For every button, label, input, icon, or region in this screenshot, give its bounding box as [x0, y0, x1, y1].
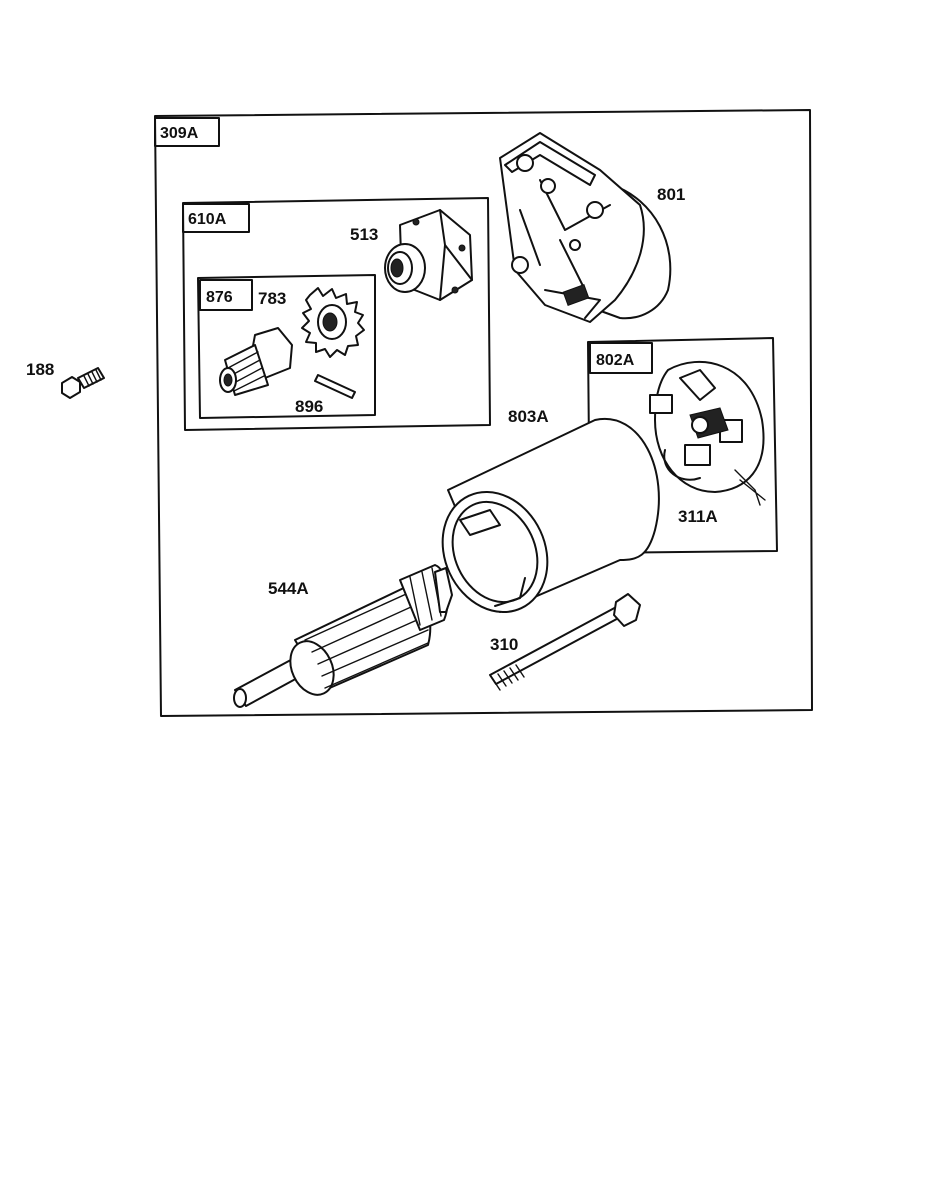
pinion-housing-513 [384, 209, 473, 301]
pin-896 [314, 374, 356, 399]
clutch-spring-876 [219, 327, 293, 396]
housing-801 [499, 132, 672, 323]
box-309A: 309A [154, 109, 813, 717]
box-802A-label: 802A [596, 352, 635, 369]
part-783-label: 783 [258, 289, 286, 308]
part-188-label: 188 [26, 360, 54, 379]
frame-803A [441, 417, 660, 614]
brush-plate-802A [649, 360, 766, 506]
part-544A-label: 544A [268, 579, 309, 598]
box-610A-label: 610A [188, 211, 227, 228]
through-bolt-310 [489, 593, 641, 691]
part-896-label: 896 [295, 397, 323, 416]
bolt-188 [61, 367, 105, 399]
part-801-label: 801 [657, 185, 685, 204]
gear-783 [301, 287, 365, 358]
box-876: 876 [197, 274, 376, 419]
box-610A: 610A [182, 197, 491, 431]
box-876-label: 876 [206, 289, 233, 306]
part-513-label: 513 [350, 225, 378, 244]
armature-544A [233, 564, 453, 708]
box-309A-label: 309A [160, 125, 199, 142]
part-803A-label: 803A [508, 407, 549, 426]
part-311A-label: 311A [678, 507, 718, 526]
part-310-label: 310 [490, 635, 518, 654]
